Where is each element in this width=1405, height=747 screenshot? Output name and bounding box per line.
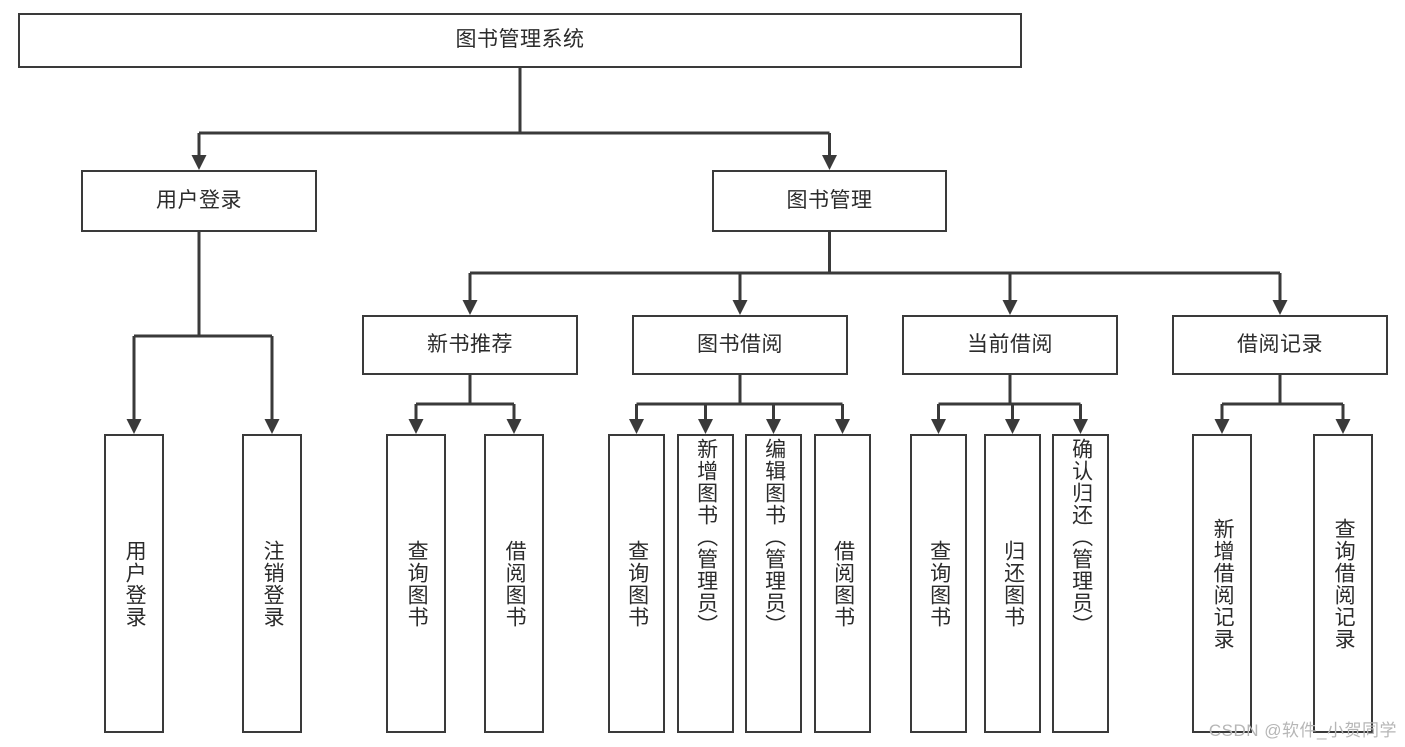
node-label: 借阅图书 bbox=[831, 539, 855, 628]
connector-arrowhead bbox=[1214, 419, 1230, 434]
node-label: 查询借阅记录 bbox=[1332, 517, 1356, 650]
connector-arrowhead bbox=[462, 300, 478, 315]
node-leaf-borrow-book-2[interactable]: 借阅图书 bbox=[814, 434, 871, 733]
node-leaf-user-login[interactable]: 用户登录 bbox=[104, 434, 164, 733]
node-book-manage[interactable]: 图书管理 bbox=[712, 170, 947, 232]
node-label: 编辑图书（管理员） bbox=[762, 438, 786, 636]
node-label: 图书管理系统 bbox=[455, 28, 585, 52]
connector-arrowhead bbox=[126, 419, 142, 434]
connector-arrowhead bbox=[822, 155, 837, 170]
connector-arrowhead bbox=[408, 419, 424, 434]
node-label: 用户登录 bbox=[123, 539, 147, 628]
node-label: 用户登录 bbox=[156, 188, 242, 212]
node-new-book-recommend[interactable]: 新书推荐 bbox=[362, 315, 578, 375]
node-label: 借阅记录 bbox=[1237, 332, 1323, 356]
node-leaf-borrow-book-1[interactable]: 借阅图书 bbox=[484, 434, 544, 733]
node-user-login[interactable]: 用户登录 bbox=[81, 170, 317, 232]
node-current-borrow[interactable]: 当前借阅 bbox=[902, 315, 1118, 375]
node-label: 归还图书 bbox=[1001, 539, 1025, 628]
node-label: 图书借阅 bbox=[697, 332, 783, 356]
connector-arrowhead bbox=[629, 419, 644, 434]
connector-arrowhead bbox=[931, 419, 946, 434]
node-label: 查询图书 bbox=[625, 539, 649, 628]
node-label: 查询图书 bbox=[405, 539, 429, 628]
node-leaf-confirm-return-admin[interactable]: 确认归还（管理员） bbox=[1052, 434, 1109, 733]
node-leaf-query-book-1[interactable]: 查询图书 bbox=[386, 434, 446, 733]
node-borrow-record[interactable]: 借阅记录 bbox=[1172, 315, 1388, 375]
node-book-borrow[interactable]: 图书借阅 bbox=[632, 315, 848, 375]
node-root[interactable]: 图书管理系统 bbox=[18, 13, 1022, 68]
node-leaf-query-book-3[interactable]: 查询图书 bbox=[910, 434, 967, 733]
node-leaf-edit-book-admin[interactable]: 编辑图书（管理员） bbox=[745, 434, 802, 733]
connector-arrowhead bbox=[766, 419, 781, 434]
node-leaf-return-book[interactable]: 归还图书 bbox=[984, 434, 1041, 733]
connector-arrowhead bbox=[1005, 419, 1020, 434]
node-label: 借阅图书 bbox=[503, 539, 527, 628]
node-leaf-logout[interactable]: 注销登录 bbox=[242, 434, 302, 733]
connector-arrowhead bbox=[506, 419, 522, 434]
connector-arrowhead bbox=[698, 419, 713, 434]
node-label: 当前借阅 bbox=[967, 332, 1053, 356]
node-label: 查询图书 bbox=[927, 539, 951, 628]
node-label: 新增借阅记录 bbox=[1211, 517, 1235, 650]
node-label: 图书管理 bbox=[786, 188, 873, 212]
connector-arrowhead bbox=[1272, 300, 1288, 315]
node-leaf-add-borrow-record[interactable]: 新增借阅记录 bbox=[1192, 434, 1252, 733]
connector-arrowhead bbox=[1335, 419, 1351, 434]
node-label: 新增图书（管理员） bbox=[694, 438, 718, 636]
connector-arrowhead bbox=[1002, 300, 1018, 315]
node-label: 确认归还（管理员） bbox=[1069, 438, 1093, 636]
watermark-text: CSDN @软件_小贺同学 bbox=[1208, 721, 1397, 740]
node-leaf-query-borrow-record[interactable]: 查询借阅记录 bbox=[1313, 434, 1373, 733]
connector-arrowhead bbox=[1073, 419, 1088, 434]
node-leaf-query-book-2[interactable]: 查询图书 bbox=[608, 434, 665, 733]
connector-arrowhead bbox=[732, 300, 748, 315]
node-label: 新书推荐 bbox=[427, 332, 513, 356]
connector-arrowhead bbox=[191, 155, 207, 170]
connector-arrowhead bbox=[264, 419, 280, 434]
connector-arrowhead bbox=[835, 419, 850, 434]
node-label: 注销登录 bbox=[261, 539, 285, 628]
node-leaf-add-book-admin[interactable]: 新增图书（管理员） bbox=[677, 434, 734, 733]
